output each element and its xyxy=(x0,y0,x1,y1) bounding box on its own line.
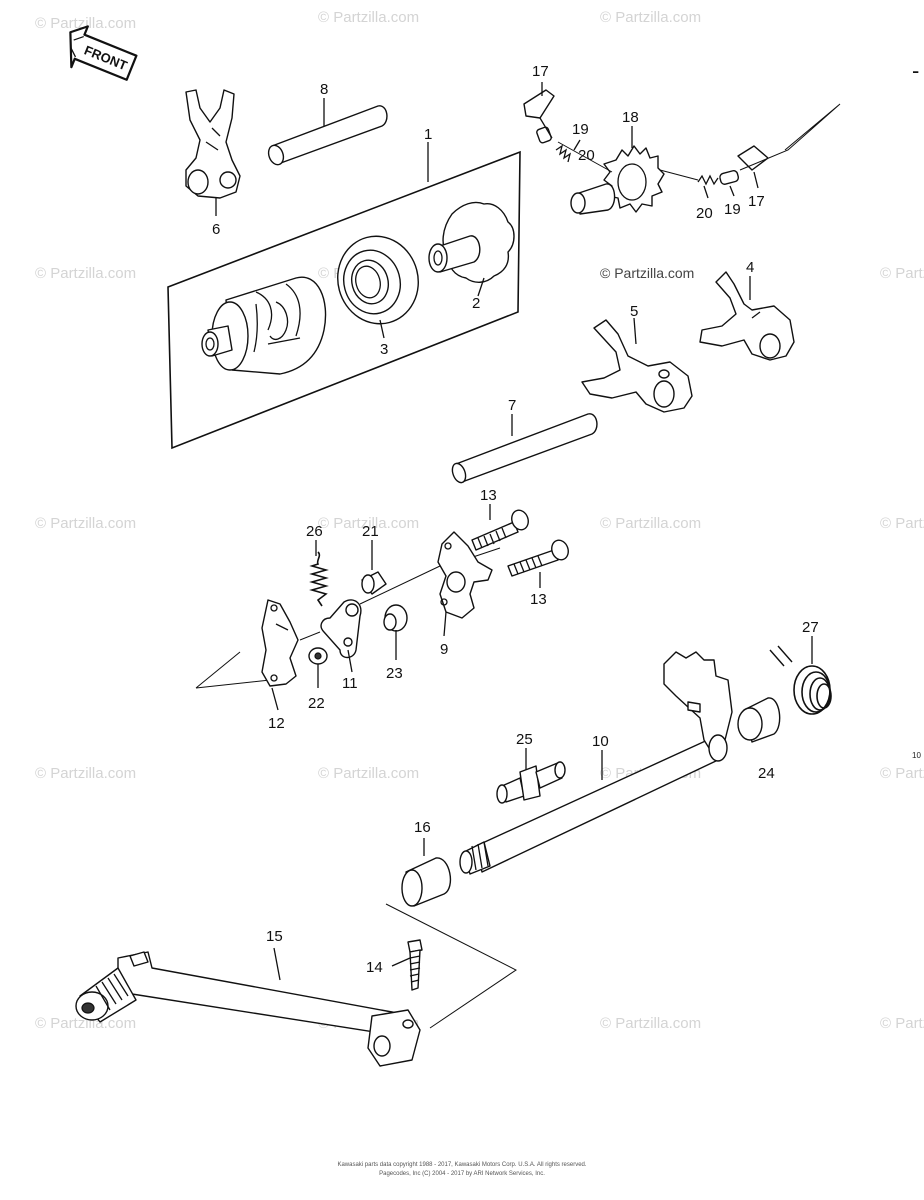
callout-17a: 17 xyxy=(532,63,549,80)
gear-18 xyxy=(570,145,665,215)
shift-shaft-10 xyxy=(459,651,733,875)
spring-20-right xyxy=(697,174,719,186)
watermark: © Partzilla.com xyxy=(35,15,136,32)
spring-27 xyxy=(769,645,832,715)
watermark: © Partzilla.com xyxy=(880,765,924,782)
collar-16 xyxy=(401,857,452,907)
callout-19b: 19 xyxy=(724,201,741,218)
callout-18: 18 xyxy=(622,109,639,126)
callout-10: 10 xyxy=(592,733,609,750)
callout-3: 3 xyxy=(380,341,388,358)
callout-8: 8 xyxy=(320,81,328,98)
watermarks: © Partzilla.com © Partzilla.com © Partzi… xyxy=(35,9,924,1032)
callout-13b: 13 xyxy=(530,591,547,608)
pin-17-top xyxy=(523,89,555,119)
watermark: © Partzilla.com xyxy=(318,515,419,532)
callout-17b: 17 xyxy=(748,193,765,210)
drum-assembly-box xyxy=(167,150,521,450)
plate-9 xyxy=(437,531,493,619)
shaft-8 xyxy=(267,105,388,166)
shift-drum-1 xyxy=(201,276,327,375)
bearing-3 xyxy=(337,235,419,325)
gear-axis-line xyxy=(557,103,841,181)
callout-19a: 19 xyxy=(572,121,589,138)
callout-12: 12 xyxy=(268,715,285,732)
callout-25: 25 xyxy=(516,731,533,748)
callout-1: 1 xyxy=(424,126,432,143)
edge-dash-mark: - xyxy=(912,58,919,83)
watermark: © Partzilla.com xyxy=(35,515,136,532)
bolt-13-lower xyxy=(507,539,569,577)
callout-2: 2 xyxy=(472,295,480,312)
callout-20b: 20 xyxy=(696,205,713,222)
watermark: © Partzilla.com xyxy=(600,1015,701,1032)
bushing-24 xyxy=(737,697,781,743)
callout-7: 7 xyxy=(508,397,516,414)
shift-fork-4 xyxy=(699,271,795,361)
callout-11: 11 xyxy=(342,675,358,692)
pin-19-right xyxy=(719,170,740,185)
watermark: © Partzilla.com xyxy=(35,1015,136,1032)
callout-5: 5 xyxy=(630,303,638,320)
callout-20a: 20 xyxy=(578,147,595,164)
callout-4: 4 xyxy=(746,259,754,276)
linkage-axis-line xyxy=(195,547,501,689)
callout-23: 23 xyxy=(386,665,403,682)
callout-27: 27 xyxy=(802,619,819,636)
callout-24: 24 xyxy=(758,765,775,782)
edge-ref-mark: 10 xyxy=(912,751,921,760)
callout-9: 9 xyxy=(440,641,448,658)
footer-line-1: Kawasaki parts data copyright 1988 - 201… xyxy=(337,1162,586,1168)
watermark: © Partzilla.com xyxy=(600,9,701,26)
pin-17-right xyxy=(737,145,769,171)
footer-copyright: Kawasaki parts data copyright 1988 - 201… xyxy=(337,1162,586,1177)
callout-22: 22 xyxy=(308,695,325,712)
spring-20-top xyxy=(555,144,572,163)
watermark: © Partzilla.com xyxy=(318,9,419,26)
bushing-23 xyxy=(383,604,408,632)
watermark: © Partzilla.com xyxy=(600,515,701,532)
bolt-14 xyxy=(407,939,423,991)
watermark: © Partzilla.com xyxy=(880,1015,924,1032)
spring-26 xyxy=(309,551,329,607)
watermark: © Partzilla.com xyxy=(880,265,924,282)
lever-12 xyxy=(261,599,299,687)
collar-21 xyxy=(361,571,387,595)
callout-13a: 13 xyxy=(480,487,497,504)
callout-26: 26 xyxy=(306,523,323,540)
callouts: 1 2 3 4 5 6 7 8 9 10 11 12 13 13 14 15 1… xyxy=(212,63,819,976)
callout-14: 14 xyxy=(366,959,383,976)
assembly-connector-line xyxy=(385,903,517,1029)
callout-16: 16 xyxy=(414,819,431,836)
bolt-13-upper xyxy=(471,509,529,551)
shift-fork-5 xyxy=(581,319,693,413)
pin-25 xyxy=(496,761,566,804)
footer-line-2: Pagecodes, Inc (C) 2004 - 2017 by ARI Ne… xyxy=(379,1171,545,1177)
watermark: © Partzilla.com xyxy=(318,765,419,782)
link-11 xyxy=(320,599,362,659)
washer-22 xyxy=(308,647,328,665)
shift-pedal-15 xyxy=(75,951,421,1067)
leader-lines xyxy=(215,82,813,981)
watermark: © Partzilla.com xyxy=(600,265,694,281)
cam-plate-2 xyxy=(428,201,515,283)
callout-6: 6 xyxy=(212,221,220,238)
callout-15: 15 xyxy=(266,928,283,945)
shift-fork-6 xyxy=(185,89,241,199)
watermark: © Partzilla.com xyxy=(880,515,924,532)
callout-21: 21 xyxy=(362,523,379,540)
shaft-7 xyxy=(451,413,598,484)
watermark: © Partzilla.com xyxy=(35,265,136,282)
watermark: © Partzilla.com xyxy=(35,765,136,782)
